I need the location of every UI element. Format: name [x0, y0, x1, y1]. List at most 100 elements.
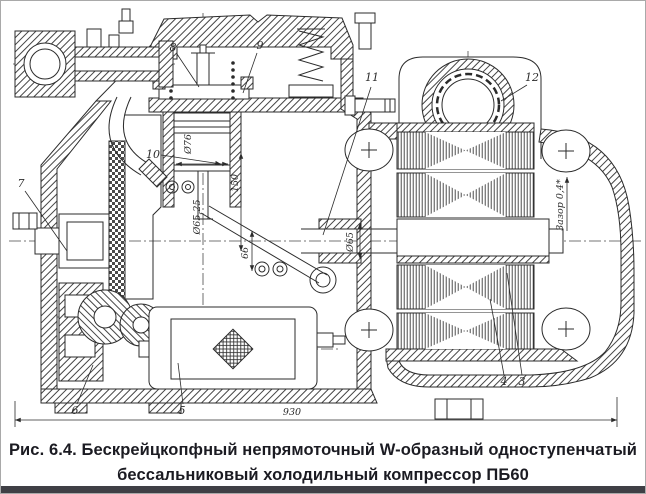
suction-pipe-wall-bottom — [74, 70, 168, 82]
flange-bolt-hex — [344, 95, 356, 116]
dim-150: 150 — [230, 174, 241, 192]
dim-shaft-diameter: Ø65 — [345, 232, 356, 253]
compressor-cross-section-drawing: Ø76 Ø65,25 150 66 Ø65 Зазор 0,4* 930 — [1, 1, 645, 431]
lobe-bottom-left-cross — [361, 322, 377, 338]
head-bolt-left-core — [169, 184, 175, 190]
counterweight-window-2 — [64, 334, 96, 358]
dim-overall-length: 930 — [283, 407, 301, 418]
elbow-connector — [138, 158, 168, 188]
callout-8: 8 — [170, 41, 177, 54]
big-end-inner — [315, 272, 331, 288]
dimensions: Ø76 Ø65,25 150 66 Ø65 Зазор 0,4* 930 — [14, 134, 618, 427]
oil-pump-fitting-1 — [316, 332, 334, 348]
leader-9 — [242, 52, 258, 94]
shell-bottom-strip — [385, 348, 579, 362]
head-bolt-right-core — [185, 184, 191, 190]
valve-spring-beads-right — [231, 61, 235, 100]
rod-bolt-right — [272, 261, 288, 277]
head-stud-body — [358, 22, 372, 50]
base-plate — [40, 388, 378, 404]
left-bolt — [12, 212, 38, 230]
callouts: 3 4 5 6 7 8 9 10 11 12 — [18, 39, 540, 417]
callout-12: 12 — [525, 71, 539, 84]
spring-seat — [288, 84, 334, 98]
suction-flange-bore-inner — [29, 48, 61, 80]
big-end-outer — [309, 266, 337, 294]
flange-bolt-body — [354, 98, 396, 113]
lobe-top-right-cross — [558, 143, 574, 159]
pipe-end-plate — [158, 40, 174, 88]
oil-pump-fitting-2 — [332, 335, 346, 345]
suction-pipe-wall-top — [74, 46, 168, 58]
dim-cylinder-bore: Ø76 — [183, 134, 194, 155]
suction-pipe-bore — [74, 56, 168, 72]
foot-mid — [148, 402, 182, 414]
stator-top-strip — [396, 122, 535, 133]
leader-7 — [24, 190, 68, 252]
leader-8 — [176, 53, 200, 88]
seal-housing-inner — [66, 221, 104, 261]
caption-line-1: Рис. 6.4. Бескрейцкопфный непрямоточный … — [8, 441, 638, 459]
head-bolt-right — [181, 180, 195, 194]
callout-4: 4 — [500, 375, 508, 388]
winding-band-4-wedge-bottom — [425, 331, 506, 349]
winding-band-3-wedge-top — [425, 265, 506, 287]
connecting-rod — [200, 205, 328, 284]
valve-body — [158, 84, 250, 100]
head-bolt-left — [165, 180, 179, 194]
winding-band-1-wedge-top — [425, 132, 506, 151]
winding-band-2-wedge-top — [425, 173, 506, 195]
shell-foot — [434, 398, 484, 420]
winding-band-2-wedge-bottom — [425, 195, 506, 217]
leader-12 — [500, 84, 528, 102]
caption-line-2: бессальниковый холодильный компрессор ПБ… — [117, 466, 529, 484]
pipe-bolt-2 — [108, 34, 120, 48]
shaft-stub — [34, 227, 60, 255]
end-winding-lobes — [344, 128, 591, 352]
callout-10: 10 — [146, 148, 160, 161]
rotor-shaft-stub — [548, 228, 564, 254]
liner-band — [108, 140, 126, 302]
leader-5 — [177, 362, 184, 405]
crankcase-opening — [125, 114, 162, 300]
lobe-bottom-right-cross — [558, 321, 574, 337]
dim-air-gap: Зазор 0,4* — [555, 179, 566, 231]
figure-caption: Рис. 6.4. Бескрейцкопфный непрямоточный … — [1, 438, 645, 488]
foot-left — [54, 402, 88, 414]
leader-11 — [322, 86, 372, 236]
motor-section — [344, 56, 635, 420]
bottom-bar — [1, 486, 645, 493]
oil-pump-mark — [212, 328, 254, 370]
suction-elbow-inner — [123, 96, 152, 166]
callout-9: 9 — [257, 39, 264, 52]
valve-plate — [148, 97, 364, 113]
head-stud-head — [354, 12, 376, 24]
main-bearing-bottom — [318, 252, 362, 264]
winding-band-1-wedge-bottom — [425, 150, 506, 169]
winding-band-4-wedge-top — [425, 313, 506, 331]
gear-small-bore — [132, 316, 150, 334]
rod-bolt-left-core — [258, 265, 266, 273]
callout-7: 7 — [18, 177, 25, 190]
valve-seat-right — [240, 76, 254, 90]
leader-4 — [489, 298, 505, 376]
leader-6 — [76, 364, 94, 405]
pipe-bolt-1 — [86, 28, 102, 48]
top-bolt-body — [118, 20, 134, 34]
suction-elbow-outer — [108, 96, 142, 176]
rotor-surface-strip — [396, 255, 550, 264]
callout-6: 6 — [72, 404, 79, 417]
dim-piston-diameter: Ø65,25 — [192, 200, 203, 236]
rod-bolt-left — [254, 261, 270, 277]
callout-5: 5 — [179, 404, 186, 417]
buffer-spring-coil — [297, 30, 325, 82]
top-bolt-head — [121, 8, 131, 22]
compressor-section — [12, 8, 402, 414]
callout-3: 3 — [519, 375, 526, 388]
rod-bolt-right-core — [276, 265, 284, 273]
gear-large-bore — [93, 305, 117, 329]
valve-stem-cap — [199, 44, 207, 54]
lobe-top-left-cross — [361, 142, 377, 158]
winding-band-3-wedge-bottom — [425, 287, 506, 309]
